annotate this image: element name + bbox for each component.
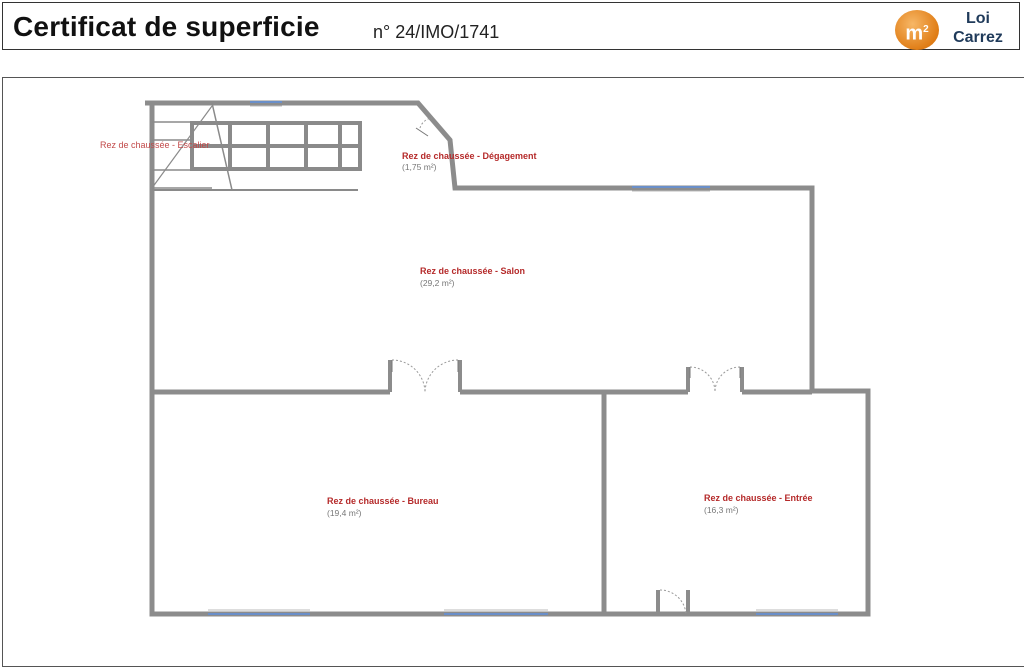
m2-logo-icon: m2 (895, 10, 939, 50)
outer-wall (145, 100, 871, 617)
floor-plan-frame (2, 77, 1024, 667)
room-area-degagement: (1,75 m²) (402, 162, 437, 172)
room-label-salon: Rez de chaussée - Salon (420, 266, 525, 276)
page-title: Certificat de superficie (13, 11, 320, 42)
room-label-bureau: Rez de chaussée - Bureau (327, 496, 439, 506)
room-label-escalier: Rez de chaussée - Escalier (100, 140, 210, 150)
room-area-bureau: (19,4 m²) (327, 508, 362, 518)
room-label-degagement: Rez de chaussée - Dégagement (402, 151, 537, 161)
loi-carrez-logo-text: Loi Carrez (953, 10, 1003, 46)
room-area-entree: (16,3 m²) (704, 505, 739, 515)
door-swings (391, 117, 741, 615)
room-area-salon: (29,2 m²) (420, 278, 455, 288)
floor-plan: Rez de chaussée - Escalier Rez de chauss… (100, 100, 871, 617)
windows (208, 101, 838, 615)
staircase (151, 102, 362, 191)
room-label-entree: Rez de chaussée - Entrée (704, 493, 813, 503)
certificate-number: n° 24/IMO/1741 (373, 22, 500, 42)
certificate-header: Certificat de superficie n° 24/IMO/1741 … (2, 2, 1020, 50)
